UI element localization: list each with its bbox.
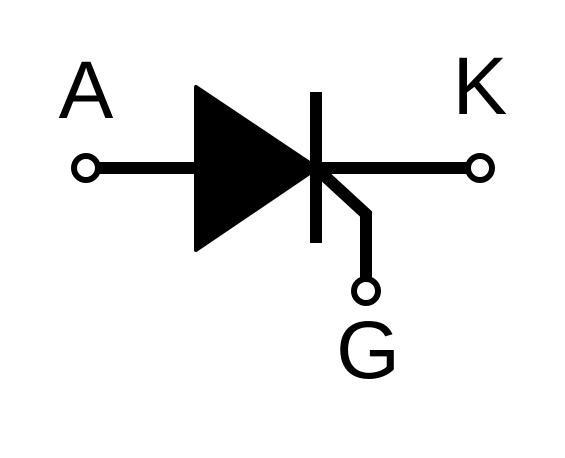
anode-label: A <box>59 45 114 136</box>
gate-terminal <box>351 276 381 306</box>
cathode-label: K <box>453 41 508 132</box>
gate-label: G <box>336 305 400 396</box>
diode-triangle <box>194 85 319 252</box>
cathode-terminal <box>465 153 495 183</box>
anode-terminal <box>71 153 101 183</box>
gate-lead <box>311 163 372 278</box>
